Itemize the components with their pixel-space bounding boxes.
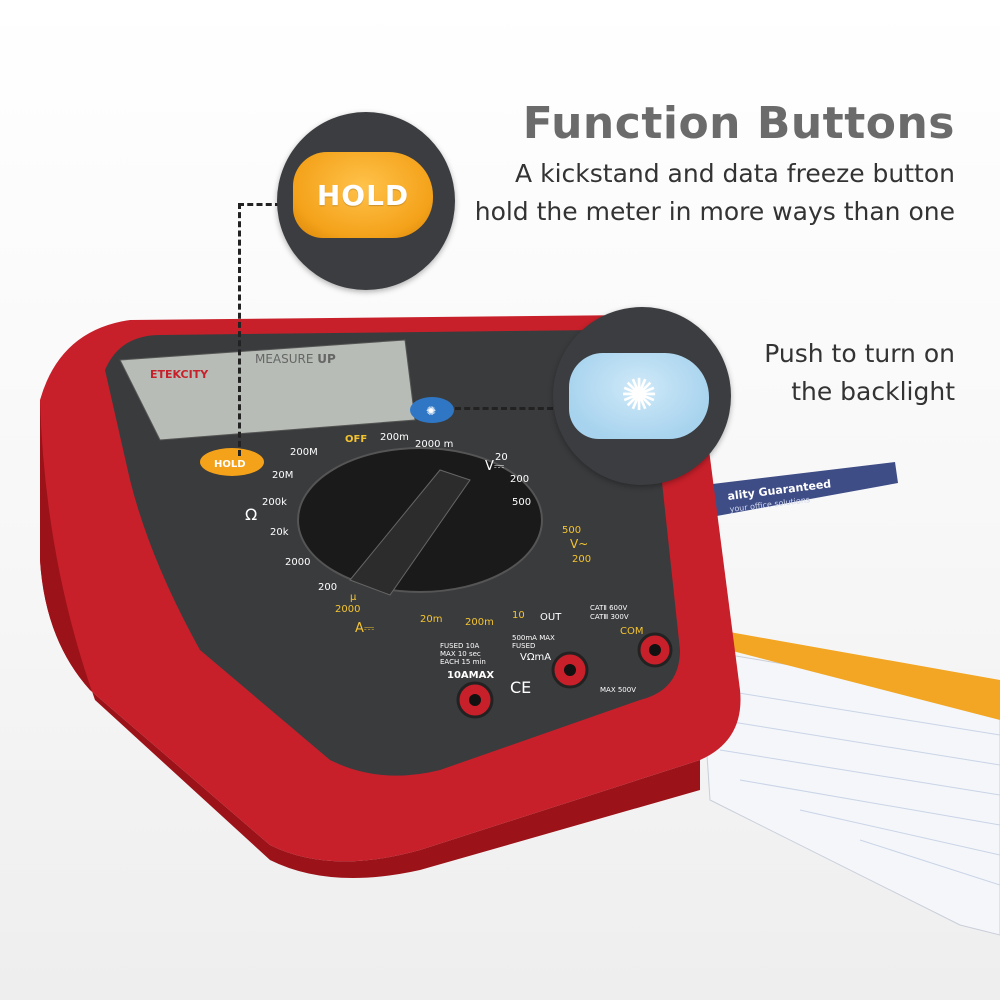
- label-fuse: 500mA MAX: [512, 634, 555, 642]
- label-range: 200: [318, 582, 337, 593]
- label-cat: CATⅡ 600V: [590, 604, 627, 612]
- label-micro: μ: [350, 592, 357, 603]
- label-range: 500: [512, 497, 531, 508]
- label-range: 2000: [335, 604, 360, 615]
- label-cat: CATⅢ 300V: [590, 613, 629, 621]
- heading-title: Function Buttons: [522, 98, 955, 149]
- description-line: hold the meter in more ways than one: [474, 197, 955, 226]
- backlight-button[interactable]: [410, 397, 454, 423]
- label-range: 10: [512, 610, 525, 621]
- label-range: 200M: [290, 447, 318, 458]
- hold-button-label: HOLD: [214, 459, 246, 470]
- lcd-display: [119, 339, 416, 441]
- label-range: 20: [495, 452, 508, 463]
- label-10a: 10AMAX: [447, 670, 494, 681]
- label-range: 200k: [262, 497, 287, 508]
- label-vac: V~: [570, 537, 588, 551]
- ce-mark: CE: [510, 678, 531, 697]
- label-range: 2000 m: [415, 439, 453, 450]
- hold-button[interactable]: [200, 448, 264, 476]
- label-range: 20M: [272, 470, 293, 481]
- hold-callout: HOLD: [277, 112, 455, 290]
- label-fuse: FUSED 10A: [440, 642, 480, 650]
- backlight-description: Push to turn on the backlight: [764, 335, 955, 411]
- label-ohm: Ω: [245, 505, 257, 524]
- description-line: A kickstand and data freeze button: [515, 159, 955, 188]
- heading-description: A kickstand and data freeze button hold …: [475, 155, 955, 231]
- label-range: 200: [510, 474, 529, 485]
- label-range: 20m: [420, 614, 442, 625]
- brand-logo: ETEKCITY: [150, 368, 209, 381]
- label-fuse: FUSED: [512, 642, 535, 650]
- sun-icon: ✺: [620, 370, 658, 421]
- label-off: OFF: [345, 434, 367, 445]
- input-jacks: [456, 632, 673, 719]
- label-adc: A⎓: [355, 621, 374, 636]
- label-vomega: VΩmA: [520, 652, 551, 663]
- description-line: Push to turn on: [764, 339, 955, 368]
- label-range: 200m: [380, 432, 409, 443]
- pencil: [690, 625, 1000, 720]
- label-out: OUT: [540, 612, 562, 623]
- hold-button-closeup: HOLD: [293, 152, 433, 238]
- label-vdc: V⎓: [485, 459, 504, 474]
- dial-labels: OFF 200M 20M 200k 20k 2000 200 Ω 200m 20…: [245, 432, 643, 697]
- slogan: MEASURE UP: [255, 352, 336, 366]
- backlight-connector-line: [455, 407, 553, 410]
- label-range: 500: [562, 525, 581, 536]
- notepad-lines: [719, 689, 1000, 886]
- hold-connector-line: [238, 203, 281, 456]
- dial-pointer: [349, 469, 471, 596]
- label-range: 200m: [465, 617, 494, 628]
- label-fuse: MAX 10 sec: [440, 650, 481, 658]
- backlight-callout: ✺: [553, 307, 731, 485]
- backlight-button-closeup: ✺: [569, 353, 709, 439]
- label-com: COM: [620, 626, 643, 637]
- label-range: 200: [572, 554, 591, 565]
- label-fuse: EACH 15 min: [440, 658, 486, 666]
- label-max500: MAX 500V: [600, 686, 636, 694]
- description-line: the backlight: [791, 377, 955, 406]
- label-range: 2000: [285, 557, 310, 568]
- label-range: 20k: [270, 527, 289, 538]
- sun-icon: ✺: [426, 404, 436, 418]
